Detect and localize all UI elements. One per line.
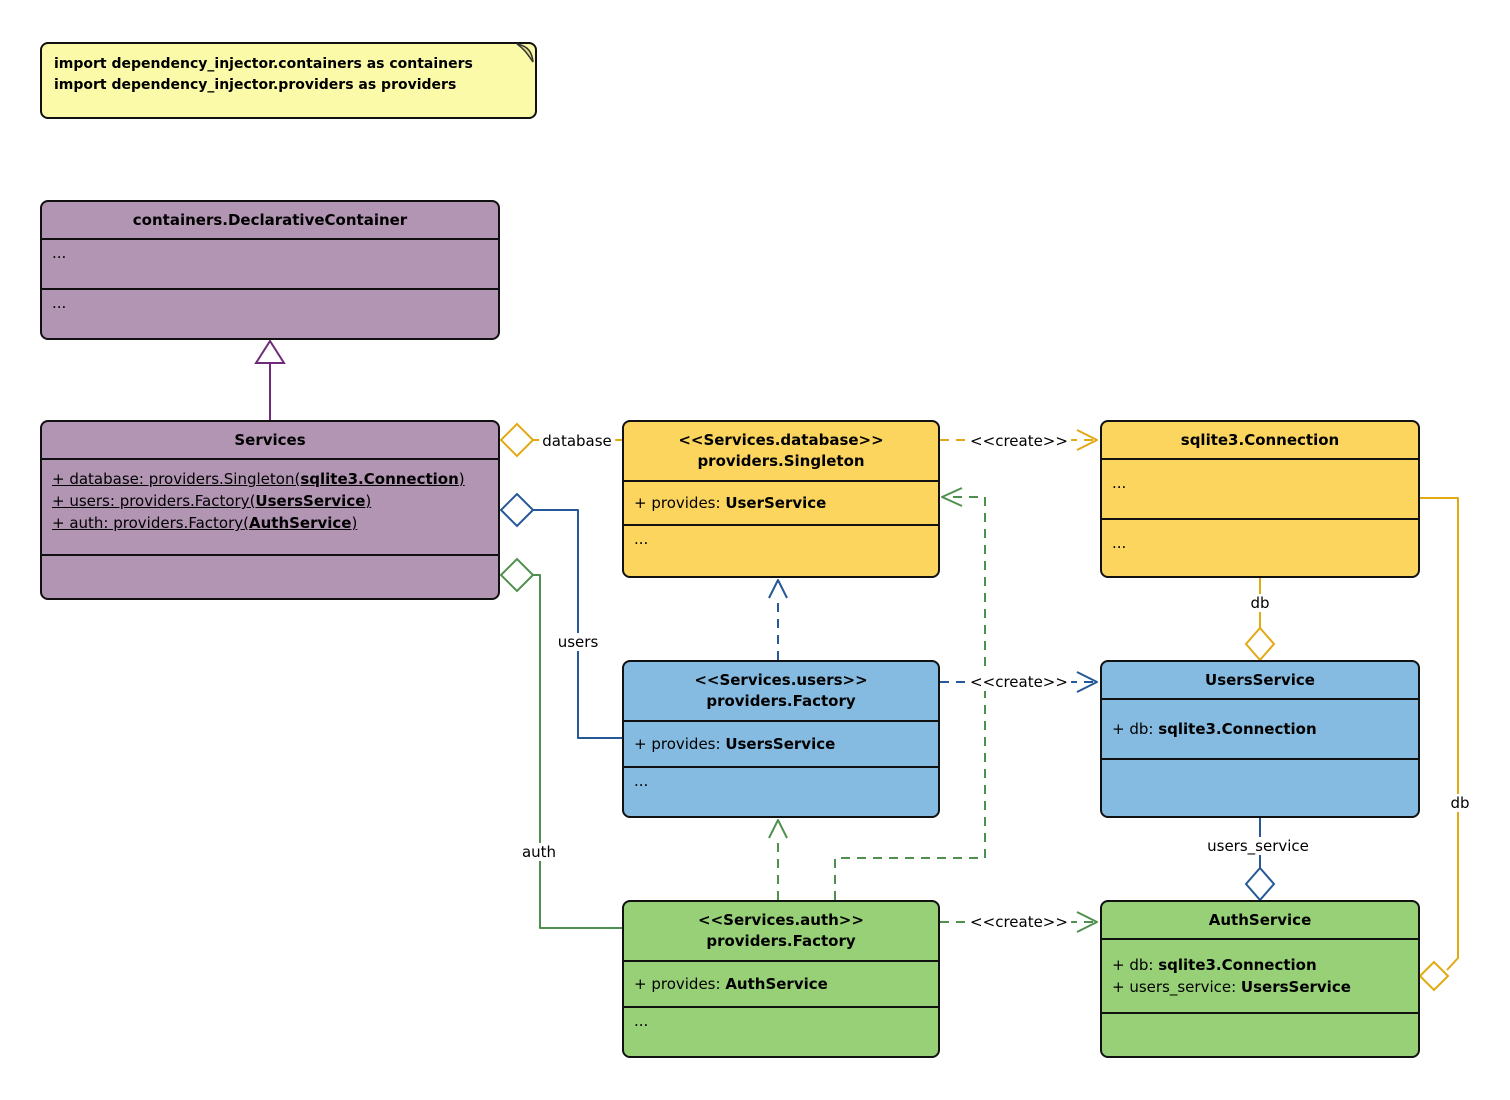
class-name: providers.Factory <box>706 932 856 950</box>
dependency-auth-factory-to-singleton-edge <box>834 487 986 900</box>
class-title: AuthService <box>1208 910 1312 929</box>
aggregation-diamond-icon <box>1418 960 1450 992</box>
aggregation-diamond-icon <box>499 557 535 593</box>
class-title: UsersService <box>1205 670 1315 689</box>
class-attribute: + users: providers.Factory(UsersService) <box>52 492 372 510</box>
open-arrowhead-icon <box>941 487 963 507</box>
class-compartment: + db: sqlite3.Connection <box>1102 698 1418 758</box>
open-arrowhead-icon <box>1076 911 1098 933</box>
class-title: sqlite3.Connection <box>1180 430 1340 449</box>
note-line: import dependency_injector.containers as… <box>54 56 473 72</box>
open-arrowhead-icon <box>768 579 788 599</box>
aggregation-db-edge <box>1244 578 1276 662</box>
class-name: providers.Factory <box>706 692 856 710</box>
edge-label-db: db <box>1247 594 1273 612</box>
class-compartment: ... <box>42 288 498 338</box>
aggregation-diamond-icon <box>499 492 535 528</box>
aggregation-db-right-edge <box>1418 497 1459 992</box>
class-attribute: + provides: AuthService <box>634 975 828 993</box>
edge-label-db-right: db <box>1447 794 1473 812</box>
aggregation-users-service-edge <box>1244 818 1276 902</box>
aggregation-diamond-icon <box>1244 866 1276 902</box>
edge-label-create-users: <<create>> <box>967 673 1071 691</box>
edge-label-auth: auth <box>518 843 560 861</box>
class-title: <<Services.users>> providers.Factory <box>624 662 938 720</box>
class-compartment: + provides: UsersService <box>624 720 938 766</box>
class-compartment <box>42 554 498 598</box>
class-declarative-container: containers.DeclarativeContainer ... ... <box>40 200 500 340</box>
class-attribute: + db: sqlite3.Connection <box>1112 720 1317 738</box>
class-auth-service: AuthService + db: sqlite3.Connection + u… <box>1100 900 1420 1058</box>
class-attribute: + db: sqlite3.Connection <box>1112 956 1317 974</box>
class-services: Services + database: providers.Singleton… <box>40 420 500 600</box>
inheritance-triangle-icon <box>254 339 286 364</box>
class-stereotype: <<Services.auth>> <box>698 911 864 929</box>
class-compartment: ... <box>624 524 938 576</box>
class-attribute: + database: providers.Singleton(sqlite3.… <box>52 470 465 488</box>
class-title: <<Services.auth>> providers.Factory <box>624 902 938 960</box>
class-title: <<Services.database>> providers.Singleto… <box>624 422 938 480</box>
class-compartment <box>1102 758 1418 816</box>
note-fold-icon <box>516 43 534 63</box>
class-compartment: + db: sqlite3.Connection + users_service… <box>1102 938 1418 1012</box>
note-line: import dependency_injector.providers as … <box>54 77 457 93</box>
edge-label-database: database <box>539 432 615 450</box>
class-attribute: + users_service: UsersService <box>1112 978 1351 996</box>
aggregation-diamond-icon <box>499 422 535 458</box>
class-attribute: + auth: providers.Factory(AuthService) <box>52 514 358 532</box>
dependency-auth-factory-to-users-factory-edge <box>768 819 788 900</box>
class-providers-factory-users: <<Services.users>> providers.Factory + p… <box>622 660 940 818</box>
class-stereotype: <<Services.users>> <box>694 671 868 689</box>
class-stereotype: <<Services.database>> <box>678 431 884 449</box>
edge-label-users: users <box>554 633 602 651</box>
class-users-service: UsersService + db: sqlite3.Connection <box>1100 660 1420 818</box>
dependency-users-factory-to-singleton-edge <box>768 579 788 660</box>
class-compartment: ... <box>1102 518 1418 576</box>
open-arrowhead-icon <box>1076 429 1098 451</box>
edge-label-create-auth: <<create>> <box>967 913 1071 931</box>
aggregation-users-edge <box>499 492 622 739</box>
class-attribute: + provides: UserService <box>634 494 827 512</box>
class-providers-factory-auth: <<Services.auth>> providers.Factory + pr… <box>622 900 940 1058</box>
class-compartment: + provides: AuthService <box>624 960 938 1006</box>
class-compartment: + provides: UserService <box>624 480 938 524</box>
inheritance-edge <box>254 339 286 420</box>
import-note: import dependency_injector.containers as… <box>40 42 537 119</box>
aggregation-auth-edge <box>499 557 622 929</box>
class-attribute: + provides: UsersService <box>634 735 836 753</box>
class-title: containers.DeclarativeContainer <box>132 210 408 229</box>
class-compartment: ... <box>624 1006 938 1056</box>
class-compartment <box>1102 1012 1418 1056</box>
aggregation-diamond-icon <box>1244 626 1276 662</box>
edge-label-create-database: <<create>> <box>967 432 1071 450</box>
class-compartment: ... <box>1102 458 1418 518</box>
class-providers-singleton-database: <<Services.database>> providers.Singleto… <box>622 420 940 578</box>
class-title: Services <box>234 430 306 449</box>
class-sqlite3-connection: sqlite3.Connection ... ... <box>1100 420 1420 578</box>
class-compartment: + database: providers.Singleton(sqlite3.… <box>42 458 498 554</box>
class-compartment: ... <box>624 766 938 816</box>
edge-label-users-service: users_service <box>1204 837 1312 855</box>
class-name: providers.Singleton <box>697 452 865 470</box>
class-compartment: ... <box>42 238 498 288</box>
open-arrowhead-icon <box>768 819 788 839</box>
open-arrowhead-icon <box>1076 671 1098 693</box>
